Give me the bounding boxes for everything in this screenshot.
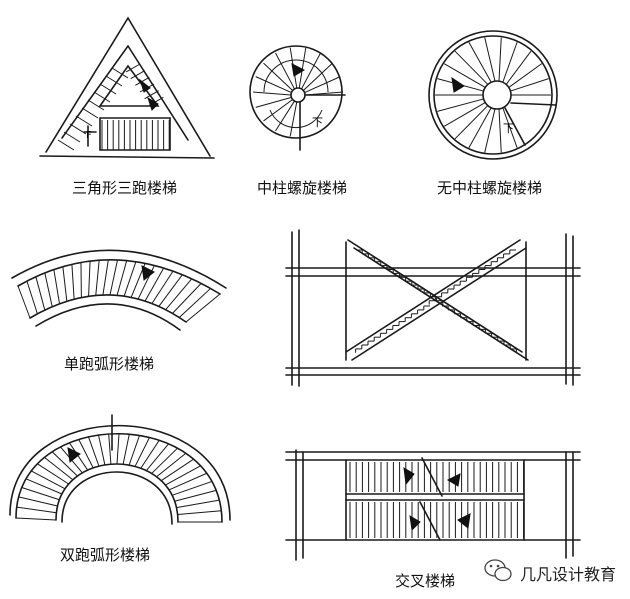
tread-line bbox=[172, 283, 201, 313]
tread-line bbox=[152, 448, 178, 473]
tread-line bbox=[485, 109, 495, 153]
tread-line bbox=[31, 471, 65, 489]
caption-no-center-spiral-stair: 无中柱螺旋楼梯 bbox=[437, 177, 542, 198]
caption-center-spiral-stair: 中柱螺旋楼梯 bbox=[257, 177, 347, 198]
tread-line bbox=[509, 64, 542, 88]
tread-line bbox=[141, 440, 159, 468]
up-arrow-icon bbox=[140, 80, 150, 92]
down-mark: 下 bbox=[503, 122, 514, 135]
tread-line bbox=[165, 466, 200, 485]
up-arrow-icon bbox=[292, 64, 304, 76]
tread-line bbox=[178, 511, 222, 515]
tread-line bbox=[96, 260, 99, 295]
tread-line bbox=[89, 261, 90, 296]
tread-line bbox=[176, 500, 219, 507]
tread-line bbox=[110, 260, 118, 295]
tread-line bbox=[76, 116, 92, 126]
tread-line bbox=[179, 288, 210, 317]
tread-line bbox=[45, 273, 52, 307]
tread-line bbox=[117, 261, 127, 296]
tread-line bbox=[109, 434, 111, 464]
triangle-stair-drawing bbox=[40, 18, 214, 158]
tread-line bbox=[94, 92, 110, 102]
tread-line bbox=[82, 108, 98, 118]
no-center-spiral-stair-drawing bbox=[429, 31, 557, 159]
tread-line bbox=[117, 434, 119, 464]
caption-cross-stair: 交叉楼梯 bbox=[395, 570, 455, 591]
tread-line bbox=[146, 444, 168, 471]
watermark-text: 几凡设计教育 bbox=[520, 561, 616, 585]
tread-line bbox=[503, 42, 517, 82]
tread-line bbox=[22, 487, 60, 499]
caption-single-arc-stair: 单跑弧形楼梯 bbox=[64, 353, 154, 374]
tread-line bbox=[510, 79, 548, 91]
tread-line bbox=[506, 51, 531, 84]
caption-triangle-stair: 三角形三跑楼梯 bbox=[72, 177, 177, 198]
tread-line bbox=[44, 457, 72, 479]
double-arc-stair-drawing bbox=[10, 415, 230, 524]
tread-line bbox=[123, 434, 129, 464]
tread-line bbox=[437, 99, 483, 111]
tread-line bbox=[54, 270, 60, 304]
tread-line bbox=[152, 271, 173, 303]
down-mark: F bbox=[86, 130, 92, 141]
wechat-logo-icon bbox=[485, 560, 511, 581]
up-arrow-icon bbox=[458, 514, 470, 528]
cross-stair-plan-drawing bbox=[286, 450, 580, 560]
tread-line bbox=[157, 453, 186, 477]
tread-line bbox=[16, 518, 56, 520]
tread-line bbox=[26, 479, 62, 494]
cross-stair-elevation-drawing bbox=[286, 230, 580, 386]
up-arrow-icon bbox=[452, 78, 464, 92]
tread-line bbox=[27, 281, 38, 314]
tread-line bbox=[169, 473, 207, 490]
up-arrow-icon bbox=[448, 474, 460, 486]
tread-line bbox=[37, 464, 68, 484]
tread-line bbox=[17, 507, 57, 513]
tread-line bbox=[36, 277, 45, 310]
down-mark: 下 bbox=[312, 116, 323, 129]
tread-line bbox=[99, 435, 105, 465]
tread-line bbox=[166, 279, 192, 310]
tread-line bbox=[253, 92, 291, 95]
tread-line bbox=[499, 38, 501, 82]
tread-line bbox=[159, 275, 183, 307]
center-spiral-stair-drawing bbox=[250, 46, 345, 150]
tread-line bbox=[64, 132, 80, 142]
tread-line bbox=[103, 260, 108, 295]
tread-line bbox=[72, 264, 74, 299]
tread-line bbox=[161, 459, 193, 480]
single-arc-stair-drawing bbox=[12, 250, 226, 330]
tread-line bbox=[19, 497, 58, 506]
tread-line bbox=[256, 97, 292, 107]
tread-line bbox=[63, 267, 67, 302]
tread-line bbox=[499, 109, 501, 153]
tread-line bbox=[58, 140, 74, 150]
tread-line bbox=[18, 286, 30, 318]
tread-line bbox=[485, 38, 495, 82]
tread-line bbox=[186, 294, 220, 322]
caption-double-arc-stair: 双跑弧形楼梯 bbox=[60, 544, 150, 565]
